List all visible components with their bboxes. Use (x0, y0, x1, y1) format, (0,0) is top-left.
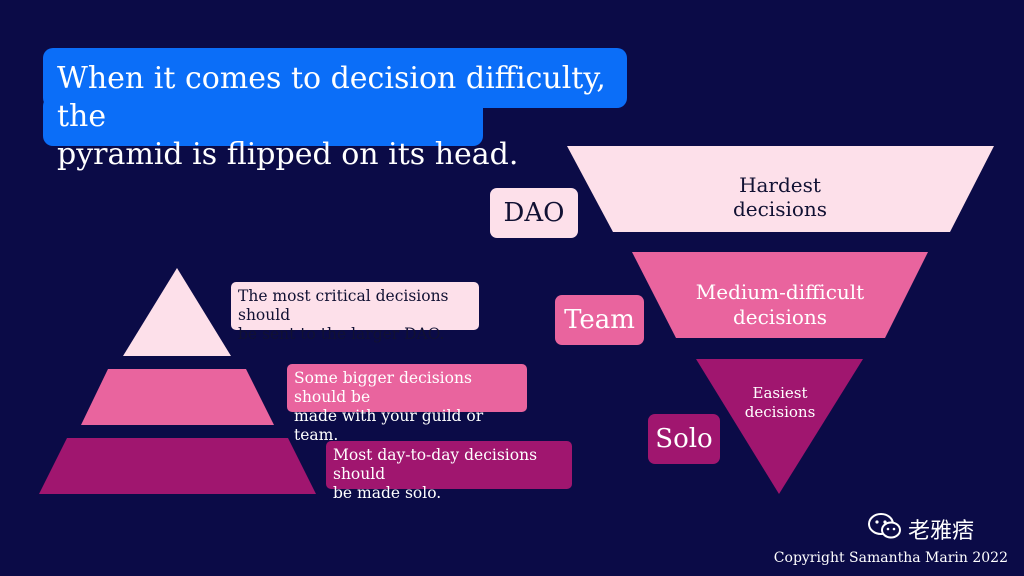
headline-bubble (43, 48, 627, 108)
headline: When it comes to decision difficulty, th… (57, 60, 647, 174)
tag-solo: Solo (648, 414, 720, 464)
wechat-icon (868, 512, 902, 546)
tag-team: Team (555, 295, 644, 345)
inverted-top-tier (567, 146, 994, 232)
headline-line-1: When it comes to decision difficulty, th… (57, 61, 606, 134)
note-dao: The most critical decisions should be se… (231, 282, 479, 343)
note-solo: Most day-to-day decisions should be made… (326, 441, 572, 502)
watermark: 老雅痞 (868, 512, 974, 546)
headline-line-2: pyramid is flipped on its head. (57, 137, 519, 172)
copyright: Copyright Samantha Marin 2022 (773, 550, 1008, 566)
level-easiest: Easiest decisions (744, 384, 816, 421)
watermark-text: 老雅痞 (908, 519, 975, 544)
pyramid-top-tier (123, 268, 231, 356)
inverted-bottom-tier (696, 359, 863, 494)
tag-dao: DAO (490, 188, 578, 238)
level-medium: Medium-difficult decisions (695, 280, 865, 329)
level-hardest: Hardest decisions (732, 173, 828, 221)
pyramid-bottom-tier (39, 438, 316, 494)
pyramid-middle-tier (81, 369, 274, 425)
note-team: Some bigger decisions should be made wit… (287, 364, 527, 444)
inverted-middle-tier (632, 252, 928, 338)
